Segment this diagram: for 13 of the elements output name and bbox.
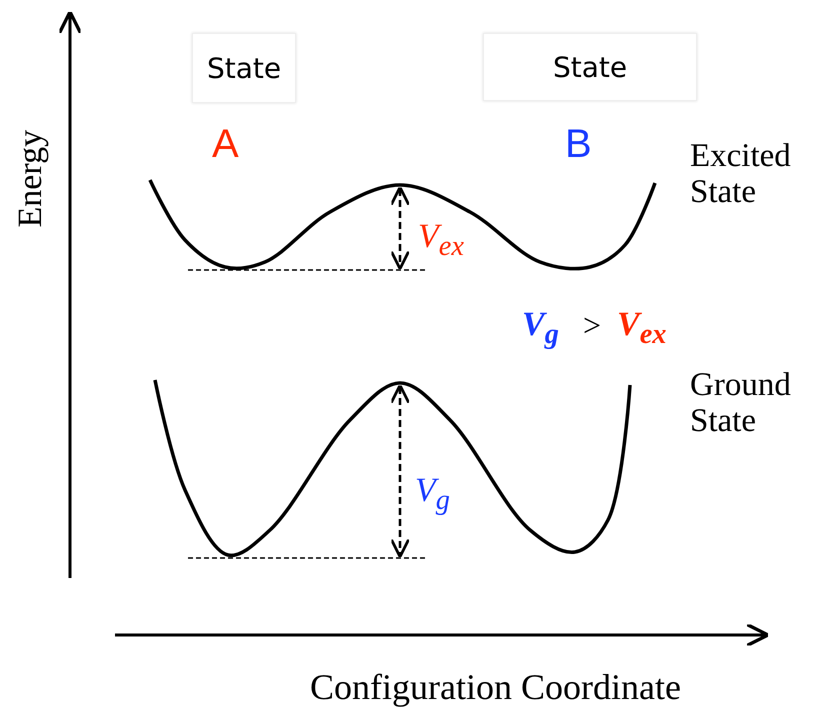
- state-text: State: [206, 52, 282, 84]
- barrier-symbol: V$_{ex}$: [418, 218, 464, 262]
- barrier-symbol: V$_{ex}$: [617, 306, 666, 350]
- state-name: Excited State: [690, 138, 792, 211]
- state-name: Ground State: [690, 367, 792, 440]
- barrier-symbol: V$_{g}$: [415, 472, 450, 516]
- axis-title: Configuration Coordinate: [310, 668, 681, 708]
- state-letter: A: [212, 122, 239, 166]
- comparison-sign: >: [583, 308, 602, 344]
- barrier-symbol: V$_{g}$: [522, 306, 559, 350]
- state-text: State: [552, 50, 628, 84]
- axis-title: Energy: [12, 130, 50, 228]
- state-letter: B: [565, 122, 592, 166]
